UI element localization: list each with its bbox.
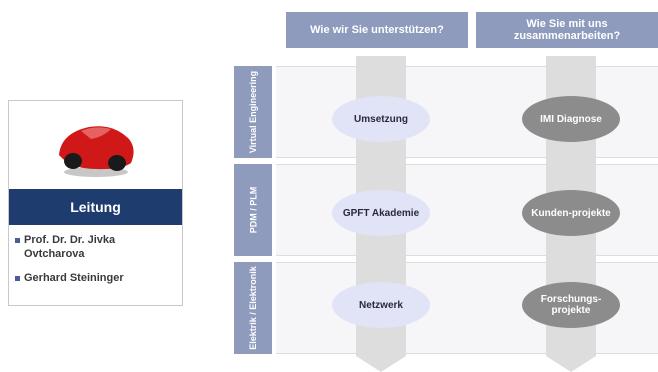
row-label: PDM / PLM	[234, 164, 272, 256]
person-name: Prof. Dr. Dr. Jivka Ovtcharova	[24, 234, 116, 260]
ellipse-kundenprojekte: Kunden-projekte	[522, 190, 620, 236]
people-list: Prof. Dr. Dr. Jivka Ovtcharova Gerhard S…	[15, 233, 178, 295]
column-header: Wie wir Sie unterstützen?	[286, 12, 468, 48]
column-header: Wie Sie mit uns zusammenarbeiten?	[476, 12, 658, 48]
person-name: Gerhard Steininger	[24, 272, 124, 284]
bullet-icon	[15, 276, 20, 281]
ellipse-umsetzung: Umsetzung	[332, 96, 430, 142]
row-label: Elektrik / Elektronik	[234, 262, 272, 354]
list-item: Gerhard Steininger	[15, 271, 178, 285]
bullet-icon	[15, 238, 20, 243]
car-image	[59, 126, 134, 177]
card-title: Leitung	[9, 189, 182, 225]
ellipse-netzwerk: Netzwerk	[332, 282, 430, 328]
ellipse-forschungsprojekte: Forschungs-projekte	[522, 282, 620, 328]
ellipse-gpft-akademie: GPFT Akademie	[332, 190, 430, 236]
row-label: Virtual Engineering	[234, 66, 272, 158]
list-item: Prof. Dr. Dr. Jivka Ovtcharova	[15, 233, 178, 261]
ellipse-imi-diagnose: IMI Diagnose	[522, 96, 620, 142]
leitung-card: Leitung Prof. Dr. Dr. Jivka Ovtcharova G…	[8, 100, 183, 306]
